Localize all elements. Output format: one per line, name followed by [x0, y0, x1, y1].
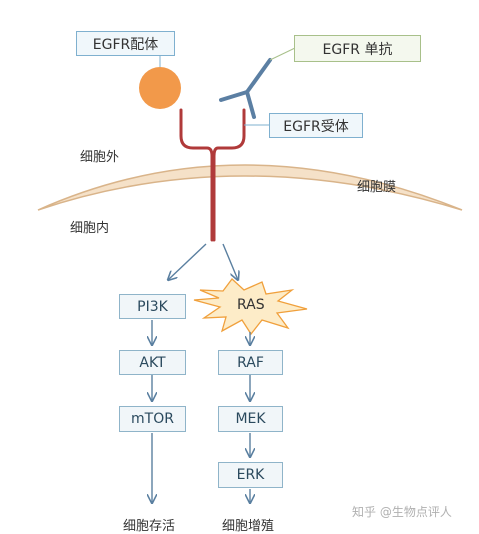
raf-box: RAF: [218, 350, 283, 375]
ras-starburst: [193, 278, 308, 336]
cell-survival-label: 细胞存活: [123, 519, 176, 534]
arrow-to-pi3k: [168, 243, 207, 280]
watermark: 知乎 @生物点评人: [352, 505, 452, 519]
membrane-label: 细胞膜: [357, 180, 397, 195]
intracellular-label: 细胞内: [70, 221, 110, 236]
egfr-ligand-ball: [139, 67, 181, 109]
mtor-box: mTOR: [119, 406, 186, 432]
akt-box: AKT: [119, 350, 186, 375]
cell-proliferation-label: 细胞增殖: [222, 519, 275, 534]
egfr-antibody-icon: [219, 58, 272, 119]
antibody-callout-line: [269, 47, 296, 61]
ras-label: RAS: [237, 297, 265, 313]
receptor-callout: EGFR受体: [269, 113, 363, 138]
ligand-callout: EGFR配体: [76, 31, 175, 56]
antibody-callout: EGFR 单抗: [294, 35, 421, 62]
arrow-to-ras: [222, 243, 238, 280]
egfr-receptor-icon: [179, 108, 246, 242]
mek-box: MEK: [218, 406, 283, 432]
cell-membrane: [37, 164, 463, 211]
extracellular-label: 细胞外: [80, 150, 120, 165]
pi3k-box: PI3K: [119, 294, 186, 319]
erk-box: ERK: [218, 462, 283, 488]
